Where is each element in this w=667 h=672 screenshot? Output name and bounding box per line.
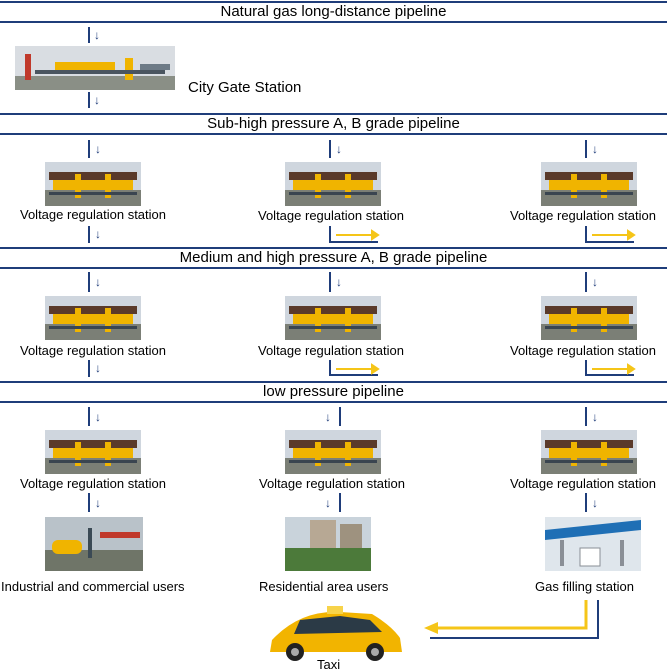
taxi-label: Taxi	[317, 657, 341, 672]
band-medium-high-pressure-pipeline: Medium and high pressure A, B grade pipe…	[0, 247, 667, 269]
connector	[88, 27, 90, 43]
station-label: Voltage regulation station	[20, 207, 166, 222]
station-label: Voltage regulation station	[258, 208, 404, 223]
station-label: Voltage regulation station	[510, 343, 656, 358]
svg-text:↓: ↓	[95, 275, 101, 289]
svg-text:↓: ↓	[592, 410, 598, 424]
band-long-distance-pipeline: Natural gas long-distance pipeline	[0, 1, 667, 23]
svg-text:↓: ↓	[336, 275, 342, 289]
arrow-down-icon: ↓	[94, 93, 100, 107]
svg-text:↓: ↓	[336, 142, 342, 156]
svg-text:↓: ↓	[95, 496, 101, 510]
city-gate-photo	[15, 46, 175, 90]
svg-text:↓: ↓	[95, 142, 101, 156]
svg-text:↓: ↓	[325, 410, 331, 424]
gas-filling-photo	[545, 517, 641, 571]
svg-text:↓: ↓	[325, 496, 331, 510]
station-label: Voltage regulation station	[510, 208, 656, 223]
svg-text:↓: ↓	[95, 361, 101, 375]
station-label: Voltage regulation station	[20, 343, 166, 358]
station-label: Voltage regulation station	[20, 476, 166, 491]
gas-filling-label: Gas filling station	[535, 579, 634, 594]
band-low-pressure-pipeline: low pressure pipeline	[0, 381, 667, 403]
industrial-photo	[45, 517, 143, 571]
svg-text:↓: ↓	[95, 410, 101, 424]
svg-text:↓: ↓	[592, 142, 598, 156]
svg-text:↓: ↓	[95, 227, 101, 241]
residential-users-label: Residential area users	[259, 579, 389, 594]
residential-photo	[285, 517, 371, 571]
arrow-down-icon: ↓	[94, 28, 100, 42]
svg-text:↓: ↓	[592, 496, 598, 510]
taxi-icon	[270, 606, 402, 661]
station-label: Voltage regulation station	[510, 476, 656, 491]
svg-text:↓: ↓	[592, 275, 598, 289]
band-sub-high-pressure-pipeline: Sub-high pressure A, B grade pipeline	[0, 113, 667, 135]
connector	[88, 92, 90, 108]
city-gate-label: City Gate Station	[188, 79, 302, 96]
industrial-users-label: Industrial and commercial users	[1, 579, 185, 594]
station-label: Voltage regulation station	[258, 343, 404, 358]
station-label: Voltage regulation station	[259, 476, 405, 491]
